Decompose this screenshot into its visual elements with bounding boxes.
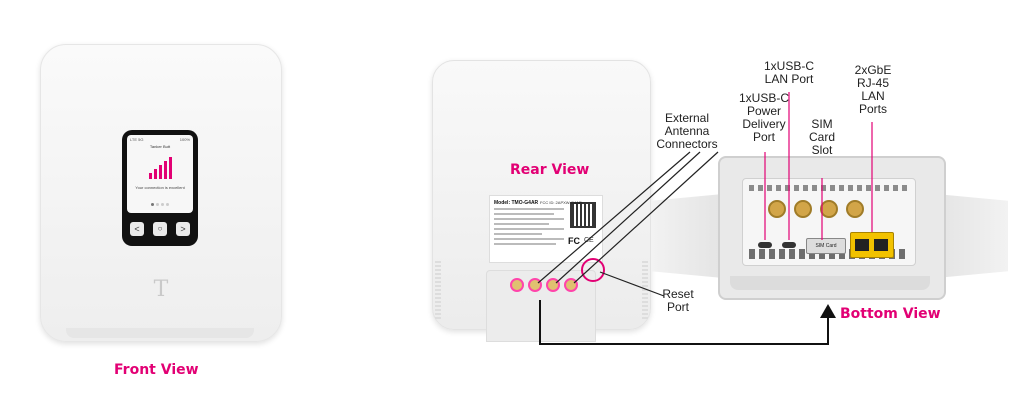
bottom-view-foot bbox=[730, 276, 930, 290]
front-display: LTE 5G 100% Tanker Butt Your connection … bbox=[122, 130, 198, 246]
antenna-callout-line-3 bbox=[573, 151, 719, 284]
page-dots-icon bbox=[151, 203, 171, 206]
bottom-vent-icon bbox=[749, 249, 909, 259]
rear-view-label: Rear View bbox=[510, 162, 590, 178]
reset-port-highlight bbox=[581, 258, 605, 282]
rear-to-bottom-arrow bbox=[539, 300, 829, 345]
signal-bars-icon bbox=[149, 157, 173, 179]
status-right: 100% bbox=[179, 137, 190, 142]
rear-vent-right-icon bbox=[642, 261, 648, 321]
fc-mark: FC bbox=[568, 236, 580, 246]
rj45-ports bbox=[850, 232, 894, 258]
antenna-callout-line-1 bbox=[537, 151, 691, 284]
rear-label-sticker: Model: TMO-G4AR FCC ID: 2APXW-G4AR FC CE bbox=[489, 195, 603, 263]
bottom-view-device: SIM Card bbox=[718, 156, 946, 300]
nav-center-button[interactable]: ○ bbox=[153, 222, 167, 236]
antenna-connector-2-icon bbox=[794, 200, 812, 218]
label-text-lines bbox=[494, 208, 564, 245]
label-fcc-id: FCC ID: 2APXW-G4AR bbox=[540, 200, 582, 205]
qr-code-icon bbox=[570, 202, 596, 228]
front-display-screen: LTE 5G 100% Tanker Butt Your connection … bbox=[127, 135, 193, 213]
front-view-stand bbox=[66, 328, 254, 338]
screen-header: Tanker Butt bbox=[149, 144, 171, 149]
rear-antenna-connector-3-icon bbox=[546, 278, 560, 292]
callout-gbe-ports: 2xGbE RJ-45 LAN Ports bbox=[854, 63, 892, 116]
sim-card-label: SIM Card bbox=[815, 243, 837, 249]
front-view-label: Front View bbox=[114, 362, 199, 378]
label-model: Model: TMO-G4AR bbox=[494, 200, 539, 206]
usb-c-lan-port-icon bbox=[782, 242, 796, 248]
antenna-connector-4-icon bbox=[846, 200, 864, 218]
status-left: LTE 5G bbox=[130, 137, 144, 142]
bottom-vent-top-icon bbox=[749, 185, 909, 191]
arrowhead-icon bbox=[820, 304, 836, 318]
rj45-port-2-icon bbox=[874, 239, 888, 251]
ce-mark: CE bbox=[584, 237, 594, 244]
front-view-device: LTE 5G 100% Tanker Butt Your connection … bbox=[40, 44, 282, 342]
rear-antenna-connector-4-icon bbox=[564, 278, 578, 292]
antenna-callout-line-2 bbox=[555, 151, 701, 284]
nav-right-button[interactable]: > bbox=[176, 222, 190, 236]
nav-left-button[interactable]: < bbox=[130, 222, 144, 236]
antenna-connector-3-icon bbox=[820, 200, 838, 218]
screen-caption: Your connection is excellent bbox=[135, 185, 185, 190]
rj45-port-1-icon bbox=[855, 239, 869, 251]
callout-sim-slot: SIM Card Slot bbox=[808, 117, 835, 157]
callout-external-antenna: External Antenna Connectors bbox=[656, 111, 718, 151]
callout-usb-power: 1xUSB-C Power Delivery Port bbox=[738, 91, 789, 144]
callout-reset-port: Reset Port bbox=[662, 287, 694, 314]
callout-usb-lan: 1xUSB-C LAN Port bbox=[763, 59, 814, 86]
reset-callout-line bbox=[599, 271, 665, 297]
bottom-view-wing-right bbox=[936, 194, 1008, 278]
rear-antenna-connector-2-icon bbox=[528, 278, 542, 292]
t-mobile-logo: T bbox=[153, 277, 169, 302]
bottom-view-label: Bottom View bbox=[840, 306, 941, 322]
antenna-connector-1-icon bbox=[768, 200, 786, 218]
usb-c-power-port-icon bbox=[758, 242, 772, 248]
rear-vent-left-icon bbox=[435, 261, 441, 321]
sim-card-slot: SIM Card bbox=[806, 238, 846, 254]
rear-antenna-connector-1-icon bbox=[510, 278, 524, 292]
bottom-view-wing-left bbox=[651, 194, 723, 278]
